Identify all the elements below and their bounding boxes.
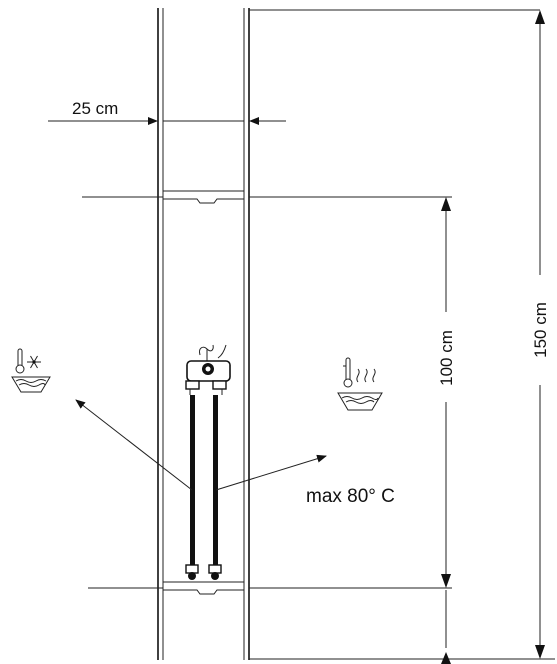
arrowhead-up-icon bbox=[441, 652, 451, 664]
cold-leader-arrow bbox=[75, 399, 193, 491]
wall-column bbox=[157, 8, 250, 660]
cold-water-icon bbox=[11, 348, 51, 393]
hose-cold bbox=[190, 395, 195, 565]
arrowhead-down-icon bbox=[441, 574, 451, 588]
width-dimension: 25 cm bbox=[48, 99, 286, 125]
tap-assembly bbox=[185, 344, 231, 580]
middle-height-label: 100 cm bbox=[437, 330, 456, 386]
max-temp-label: max 80° C bbox=[306, 486, 395, 507]
total-height-dimension: 150 cm bbox=[531, 10, 550, 659]
hot-leader-arrow bbox=[215, 454, 327, 491]
total-height-label: 150 cm bbox=[531, 302, 550, 358]
arrowhead-up-icon bbox=[441, 197, 451, 211]
middle-height-dimension: 100 cm bbox=[437, 197, 456, 664]
lower-shelf bbox=[88, 581, 452, 595]
arrowhead-down-icon bbox=[535, 645, 545, 659]
upper-shelf bbox=[82, 190, 452, 204]
hose-hot bbox=[213, 395, 218, 565]
hot-water-icon bbox=[337, 357, 383, 411]
arrowhead-up-icon bbox=[535, 10, 545, 24]
width-label: 25 cm bbox=[72, 99, 118, 118]
